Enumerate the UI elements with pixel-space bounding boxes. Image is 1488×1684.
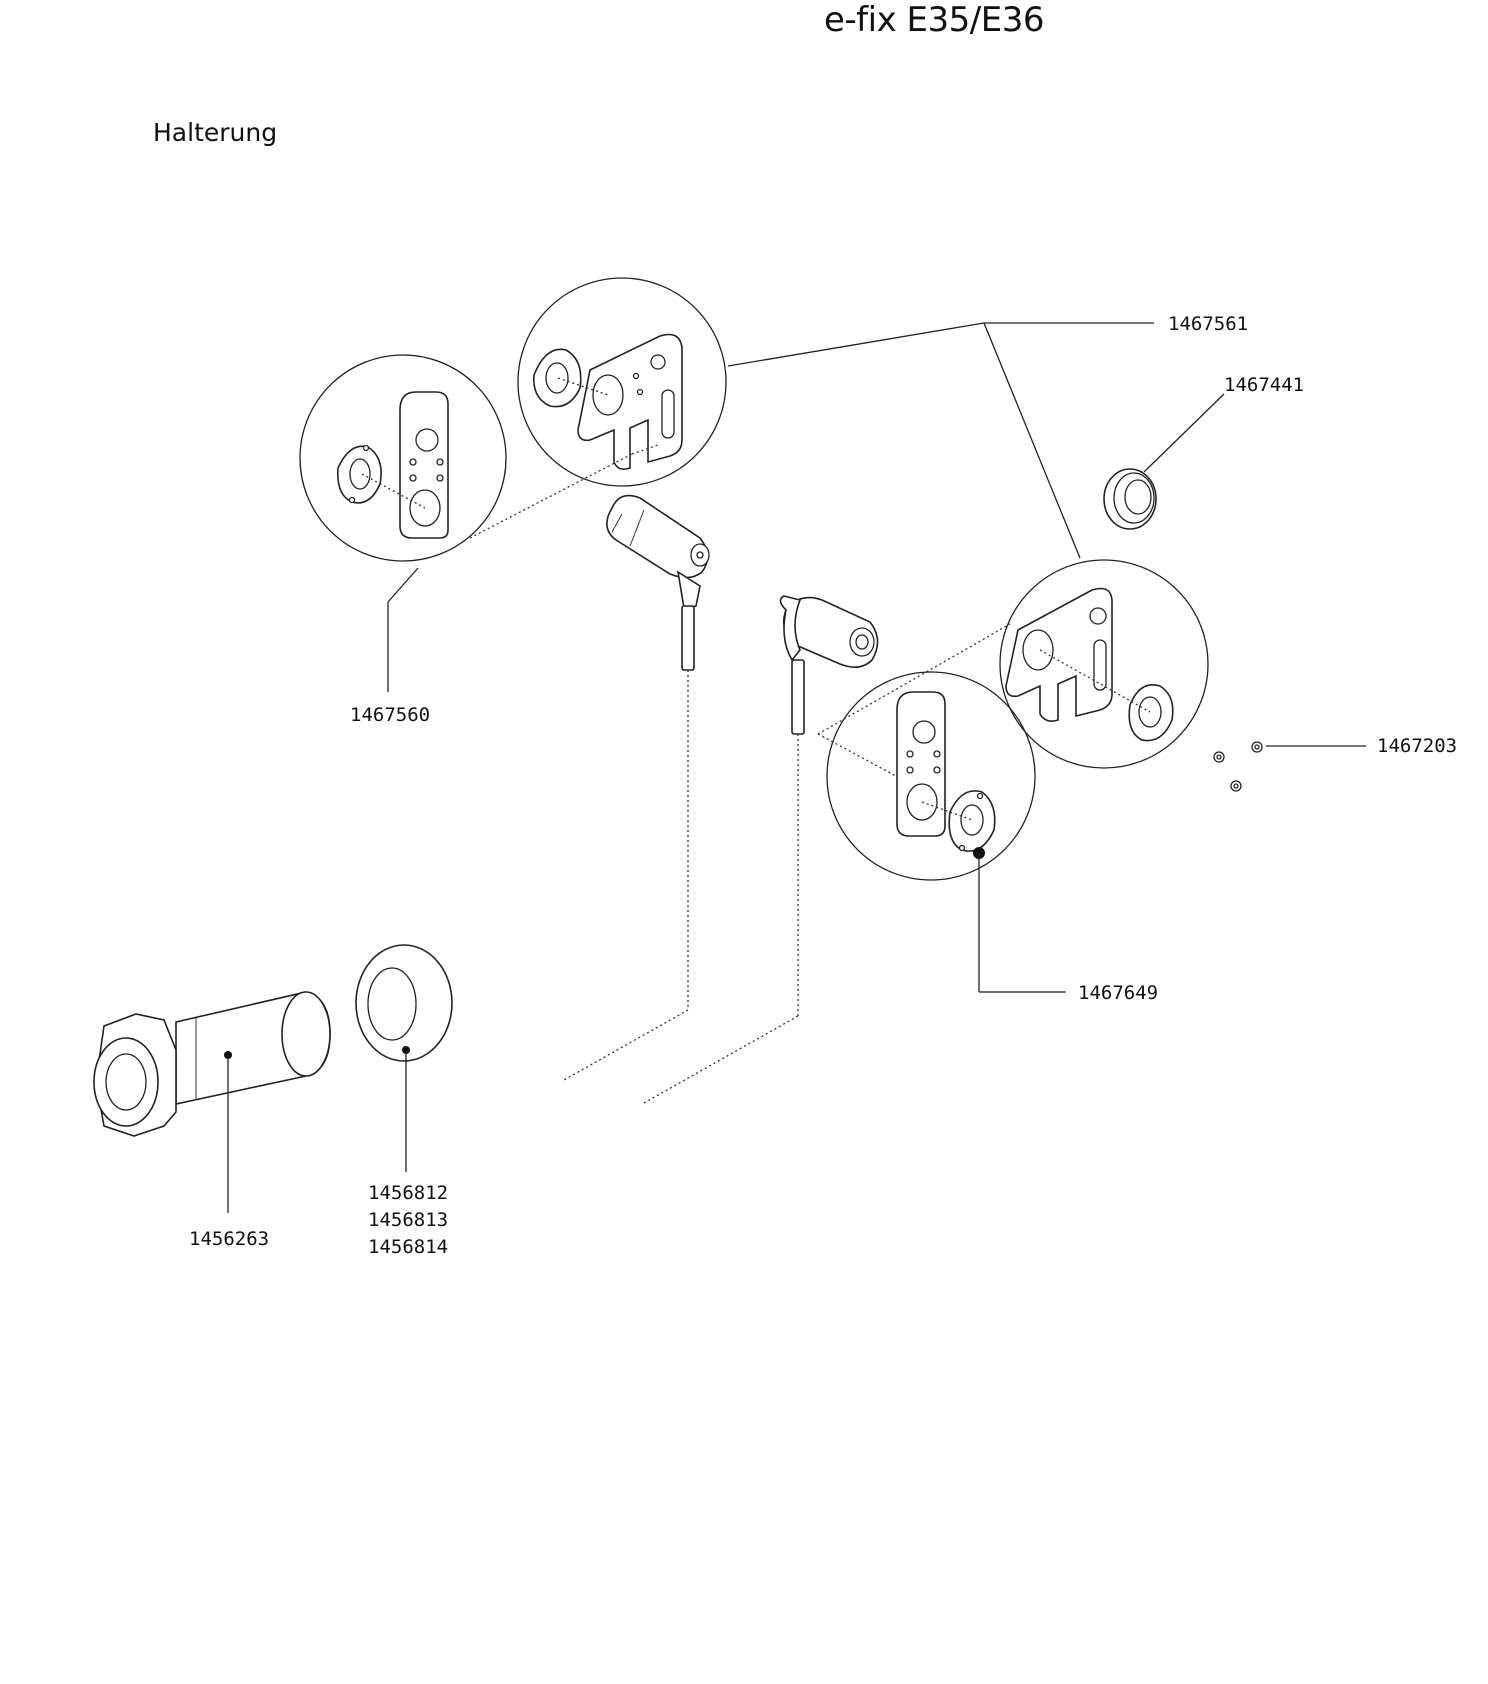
detail-circle-bracket-lower bbox=[826, 671, 1036, 881]
detail-circle-bracket-left bbox=[299, 354, 507, 562]
part-number-1456814: 1456814 bbox=[368, 1236, 449, 1258]
detail-circle-bracket-right bbox=[999, 559, 1209, 769]
end-cap-part bbox=[1103, 468, 1157, 530]
part-number-1456812: 1456812 bbox=[368, 1182, 449, 1204]
part-number-1467561: 1467561 bbox=[1168, 313, 1249, 335]
part-number-1467441: 1467441 bbox=[1224, 374, 1305, 396]
part-number-1467203: 1467203 bbox=[1377, 735, 1458, 757]
part-number-1467560: 1467560 bbox=[350, 704, 431, 726]
assembly-lines bbox=[469, 444, 1011, 1104]
motor-left bbox=[606, 494, 710, 671]
page-title: e-fix E35/E36 bbox=[824, 0, 1044, 40]
detail-circle-bracket-top bbox=[517, 277, 727, 487]
ring-part bbox=[355, 944, 453, 1062]
leader-lines bbox=[227, 322, 1366, 1213]
adapter-tube-part bbox=[93, 991, 331, 1137]
screws-part bbox=[1213, 741, 1263, 792]
motor-right bbox=[779, 595, 879, 735]
part-number-1467649: 1467649 bbox=[1078, 982, 1159, 1004]
part-number-1456263: 1456263 bbox=[189, 1228, 270, 1250]
part-number-1456813: 1456813 bbox=[368, 1209, 449, 1231]
section-title: Halterung bbox=[153, 118, 278, 147]
